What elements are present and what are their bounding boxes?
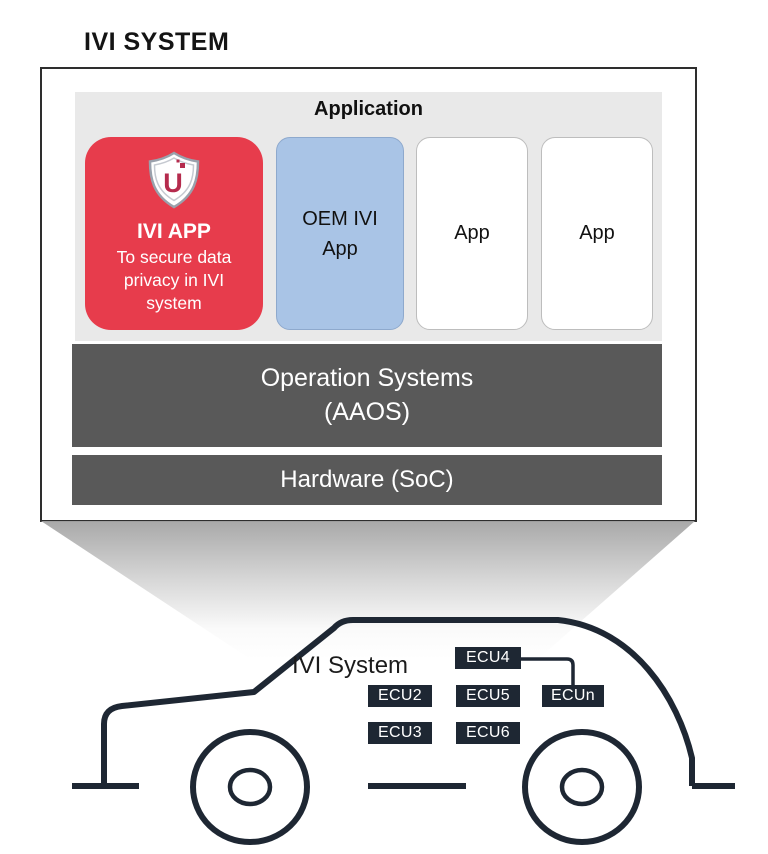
os-layer-line2: (AAOS) [323,397,411,426]
rear-wheel-outer [522,729,642,845]
ivi-app-name: IVI APP [137,220,211,243]
page-title: IVI SYSTEM [84,28,230,56]
svg-text:U: U [163,168,183,198]
zoom-funnel-shape [41,521,695,659]
hardware-layer-bar: Hardware (SoC) [72,455,662,505]
app-card-4: App [541,137,653,330]
ivi-app-description: To secure data privacy in IVI system [116,247,232,313]
rear-wheel-hub [559,767,605,807]
app-card-3-label: App [454,222,490,244]
oem-ivi-app-card: OEM IVI App [276,137,404,330]
car-ivi-system-label: IVI System [292,652,409,679]
ecu-box-ecu5: ECU5 [456,685,520,707]
front-wheel-hub [227,767,273,807]
ivi-app-card: U IVI APP To secure data privacy in IVI … [85,137,263,330]
security-shield-icon: U [146,150,202,215]
ecu4-ecun-connector [520,657,575,686]
ecu-box-ecu2: ECU2 [368,685,432,707]
application-layer-label: Application [314,98,423,120]
front-wheel-outer [190,729,310,845]
app-card-3: App [416,137,528,330]
ecu-box-ecu6: ECU6 [456,722,520,744]
ecu-box-ecu4: ECU4 [455,647,521,669]
oem-ivi-app-label: OEM IVI App [302,207,378,260]
ecu-box-ecu3: ECU3 [368,722,432,744]
ecu-box-ecun: ECUn [542,685,604,707]
os-layer-bar: Operation Systems (AAOS) [72,344,662,447]
hardware-layer-label: Hardware (SoC) [280,466,454,493]
os-layer-line1: Operation Systems [260,363,474,392]
app-card-4-label: App [579,222,615,244]
